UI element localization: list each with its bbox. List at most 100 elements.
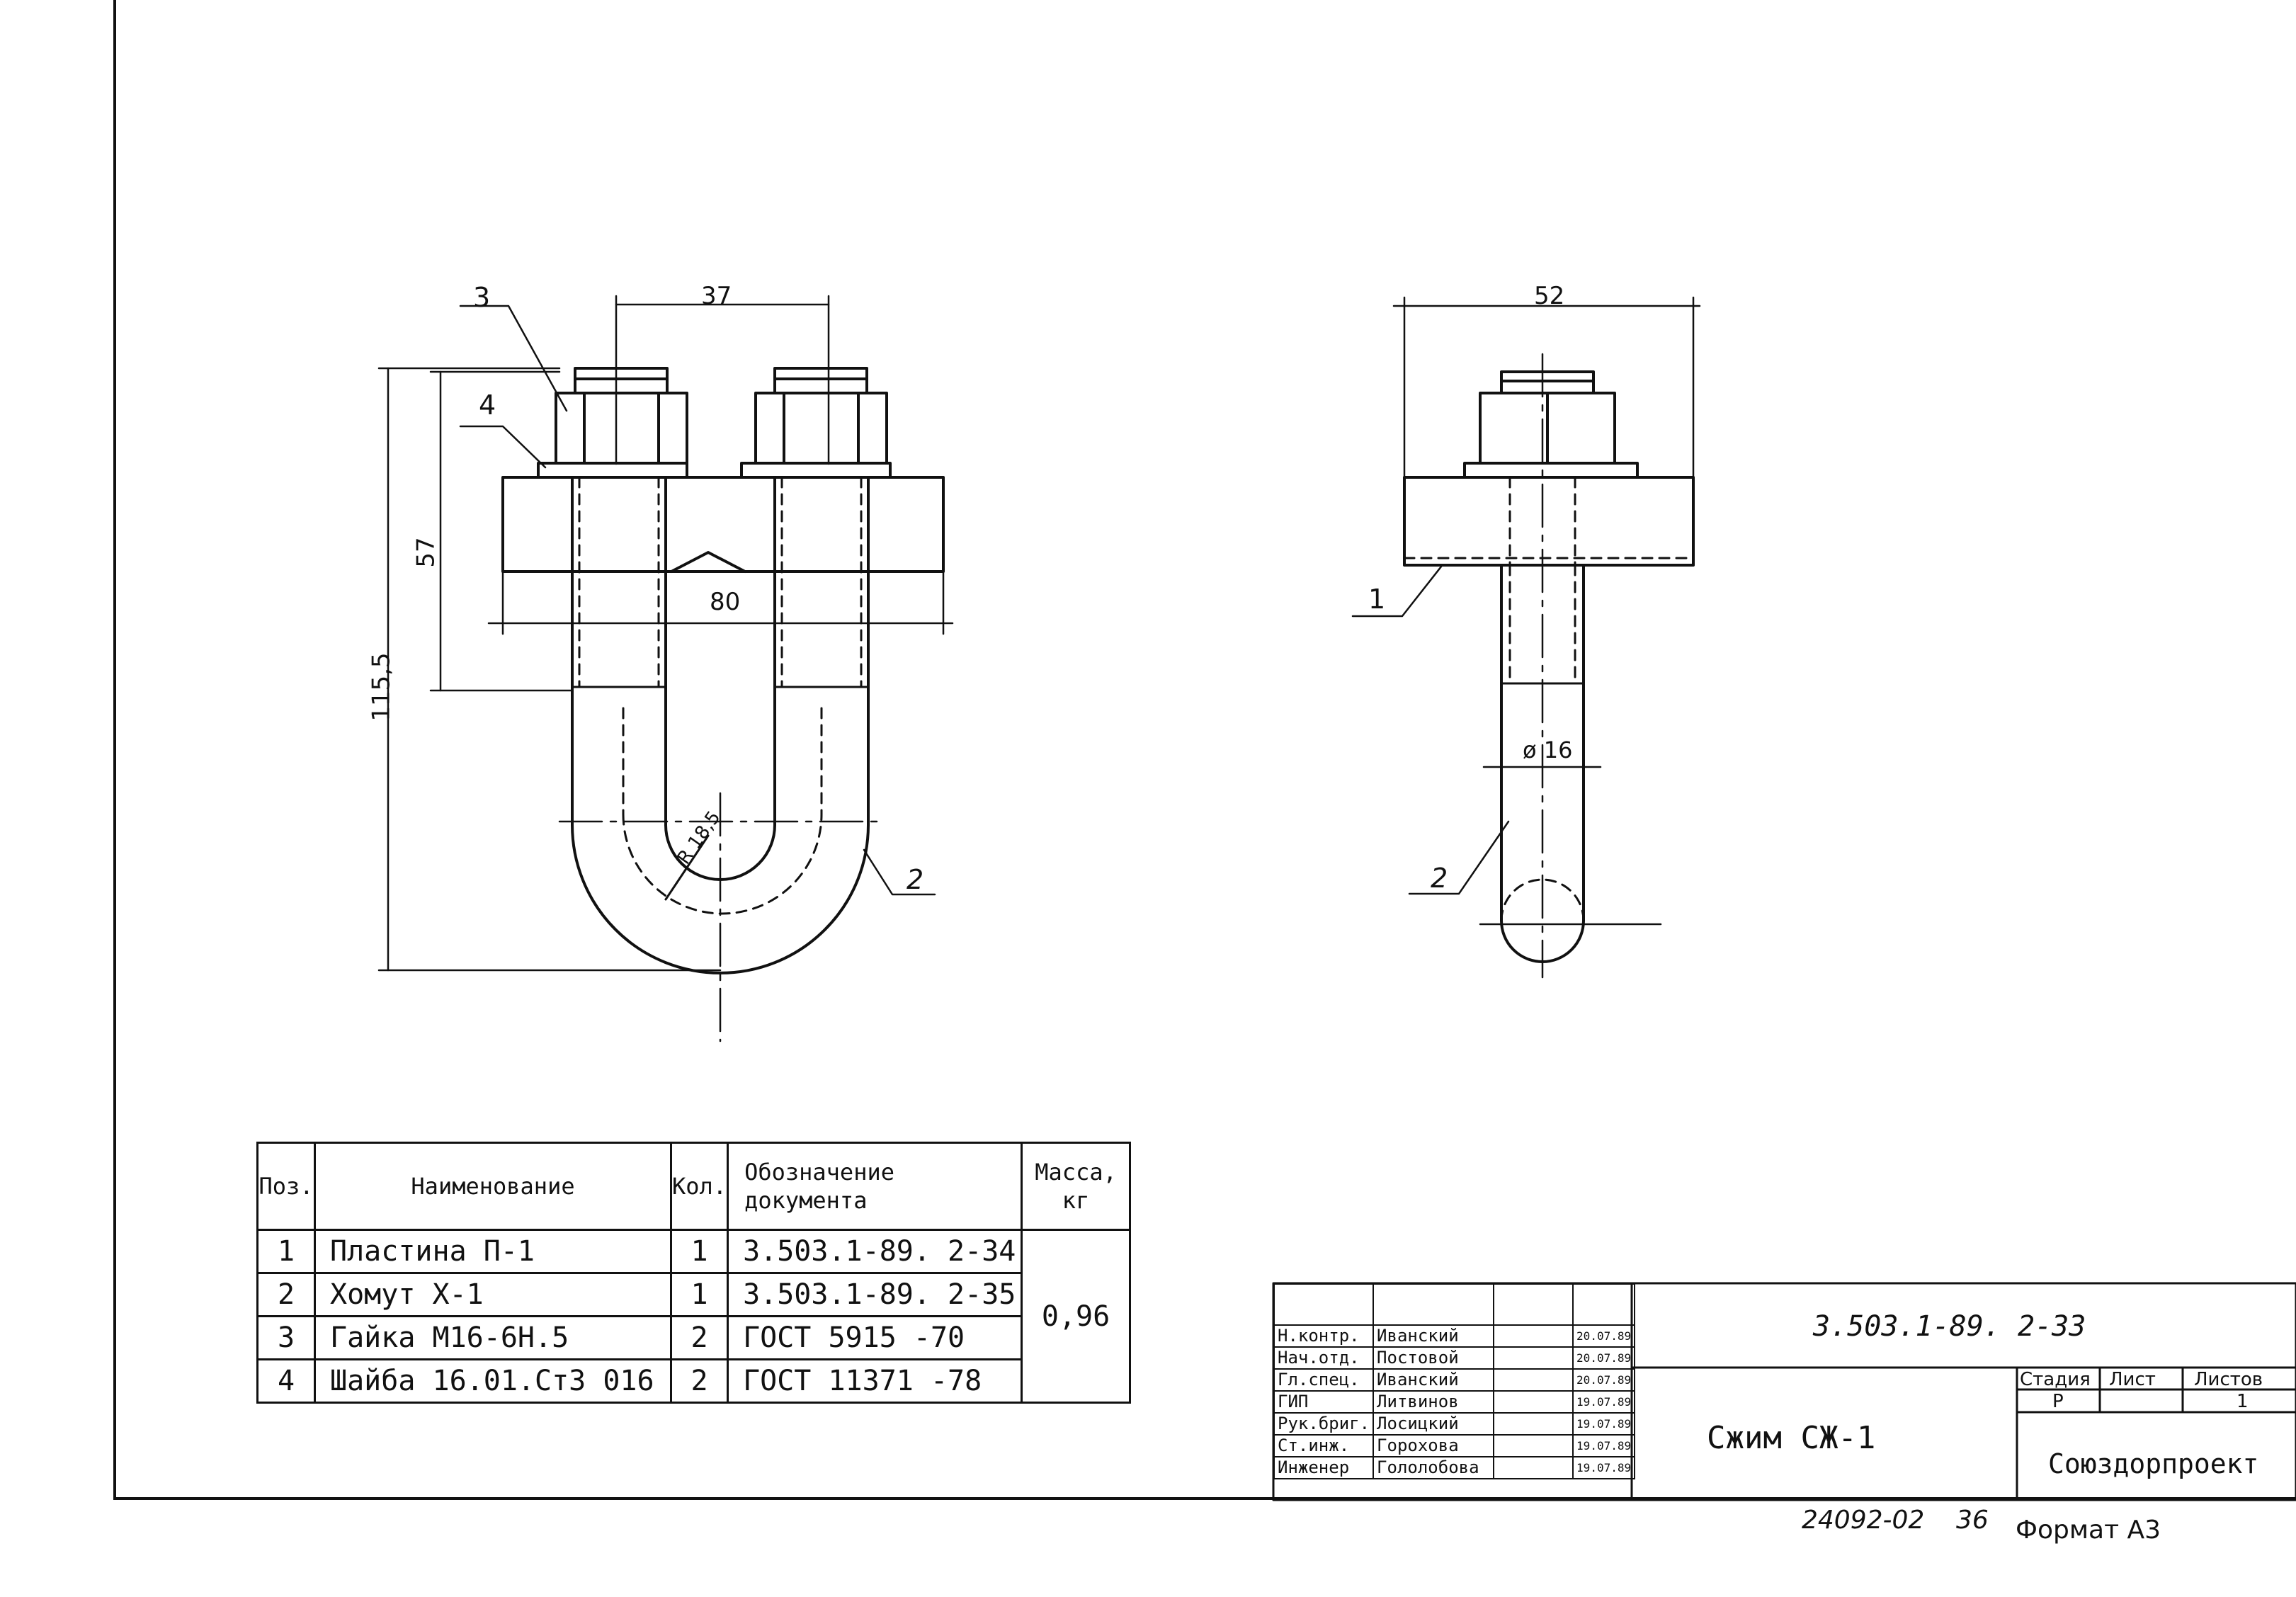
row-name: Хомут Х-1: [314, 1272, 672, 1317]
signature-row: [1273, 1283, 1636, 1326]
row-qty: 1: [669, 1272, 729, 1317]
sig-role: ГИП: [1273, 1390, 1375, 1414]
specification-table: Поз. Наименование Кол. Обозначение докум…: [256, 1142, 1132, 1404]
sig-date: 19.07.89: [1572, 1456, 1636, 1479]
row-doc: ГОСТ 5915 -70: [727, 1315, 1023, 1360]
signature-mark: [1493, 1346, 1574, 1370]
page-number: 36: [1956, 1506, 1989, 1535]
sig-name: Литвинов: [1373, 1390, 1495, 1414]
signature-mark: [1493, 1324, 1574, 1348]
leader-label-1: 1: [1368, 584, 1386, 615]
header-doc-line1: Обозначение: [744, 1159, 894, 1186]
nut-left: [555, 367, 688, 465]
header-doc-line2: документа: [744, 1187, 868, 1214]
nut-right: [754, 367, 888, 465]
plate-side: [1403, 476, 1695, 567]
sig-date: 20.07.89: [1572, 1346, 1636, 1370]
washer-side: [1463, 462, 1639, 479]
organization-name: Союздорпроект: [2048, 1448, 2259, 1479]
stage-value: Р: [2052, 1391, 2064, 1412]
row-name: Шайба 16.01.Ст3 016: [314, 1358, 672, 1404]
sig-name: Гололобова: [1373, 1456, 1495, 1479]
signature-mark: [1493, 1368, 1574, 1392]
signature-mark: [1493, 1456, 1574, 1479]
side-view: [1403, 353, 1695, 979]
sig-name: Иванский: [1373, 1368, 1495, 1392]
sig-role: Ст.инж.: [1273, 1434, 1375, 1457]
header-doc: Обозначение документа: [727, 1142, 1023, 1231]
row-name: Пластина П-1: [314, 1229, 672, 1274]
sig-date: 20.07.89: [1572, 1324, 1636, 1348]
row-qty: 2: [669, 1315, 729, 1360]
sig-name: Лосицкий: [1373, 1412, 1495, 1436]
sig-name: Иванский: [1373, 1324, 1495, 1348]
row-pos: 2: [256, 1272, 316, 1317]
row-name: Гайка М16-6Н.5: [314, 1315, 672, 1360]
sig-name: Горохова: [1373, 1434, 1495, 1457]
sheets-value: 1: [2237, 1391, 2249, 1412]
dim-width-side: 52: [1534, 282, 1565, 310]
table-row: 3 Гайка М16-6Н.5 2 ГОСТ 5915 -70: [256, 1315, 1130, 1360]
signature-row: Гл.спец.Иванский 20.07.89: [1273, 1368, 1636, 1392]
sig-date: 19.07.89: [1572, 1434, 1636, 1457]
header-mass-line2: кг: [1062, 1187, 1090, 1214]
sig-role: Инженер: [1273, 1456, 1375, 1479]
header-name: Наименование: [314, 1142, 672, 1231]
washer-left: [537, 462, 688, 479]
row-doc: ГОСТ 11371 -78: [727, 1358, 1023, 1404]
row-qty: 2: [669, 1358, 729, 1404]
row-doc: 3.503.1-89. 2-34: [727, 1229, 1023, 1274]
sig-role: Рук.бриг.: [1273, 1412, 1375, 1436]
stage-label: Стадия: [2020, 1369, 2091, 1390]
front-view: [501, 367, 945, 1042]
leader-label-2-side: 2: [1431, 863, 1448, 894]
header-mass-line1: Масса,: [1035, 1159, 1117, 1186]
dim-height-upper: 57: [411, 537, 441, 568]
signature-mark: [1493, 1412, 1574, 1436]
sheets-label: Листов: [2194, 1369, 2263, 1390]
leader-label-3: 3: [473, 282, 491, 313]
sig-date: 19.07.89: [1572, 1412, 1636, 1436]
washer-right: [740, 462, 892, 479]
row-doc: 3.503.1-89. 2-35: [727, 1272, 1023, 1317]
signature-row: Ст.инж.Горохова 19.07.89: [1273, 1434, 1636, 1457]
sig-date: 19.07.89: [1572, 1390, 1636, 1414]
signature-row: Рук.бриг.Лосицкий 19.07.89: [1273, 1412, 1636, 1436]
dim-height-total: 115,5: [367, 652, 396, 722]
dim-diameter: ø 16: [1523, 737, 1573, 763]
inventory-number: 24092-02: [1802, 1506, 1925, 1535]
sheet-label: Лист: [2109, 1369, 2156, 1390]
signature-mark: [1493, 1434, 1574, 1457]
dim-plate-width: 80: [710, 588, 741, 616]
table-row: 2 Хомут Х-1 1 3.503.1-89. 2-35: [256, 1272, 1130, 1317]
row-pos: 3: [256, 1315, 316, 1360]
row-qty: 1: [669, 1229, 729, 1274]
leader-label-2-front: 2: [907, 864, 924, 895]
header-qty: Кол.: [669, 1142, 729, 1231]
table-row: 1 Пластина П-1 1 3.503.1-89. 2-34 0,96: [256, 1229, 1132, 1404]
drawing-title: Сжим СЖ-1: [1707, 1420, 1876, 1456]
frame-left-border: [113, 0, 116, 1500]
plate-front: [501, 476, 945, 573]
signature-mark: [1493, 1390, 1574, 1414]
leader-label-4: 4: [479, 390, 496, 421]
sig-name: Постовой: [1373, 1346, 1495, 1370]
mass-value: 0,96: [1021, 1229, 1132, 1404]
sig-date: 20.07.89: [1572, 1368, 1636, 1392]
header-mass: Масса, кг: [1021, 1142, 1132, 1231]
plate-notch: [670, 551, 746, 573]
paper-format: Формат А3: [2016, 1516, 2161, 1545]
row-pos: 1: [256, 1229, 316, 1274]
signature-row: Н.контр.Иванский 20.07.89: [1273, 1324, 1636, 1348]
dim-width-front: 37: [701, 282, 732, 310]
document-designation: 3.503.1-89. 2-33: [1813, 1310, 2086, 1343]
spec-header-row: Поз. Наименование Кол. Обозначение докум…: [256, 1142, 1132, 1231]
side-dimensions: [1351, 296, 1701, 895]
sig-role: Н.контр.: [1273, 1324, 1375, 1348]
sig-role: Гл.спец.: [1273, 1368, 1375, 1392]
